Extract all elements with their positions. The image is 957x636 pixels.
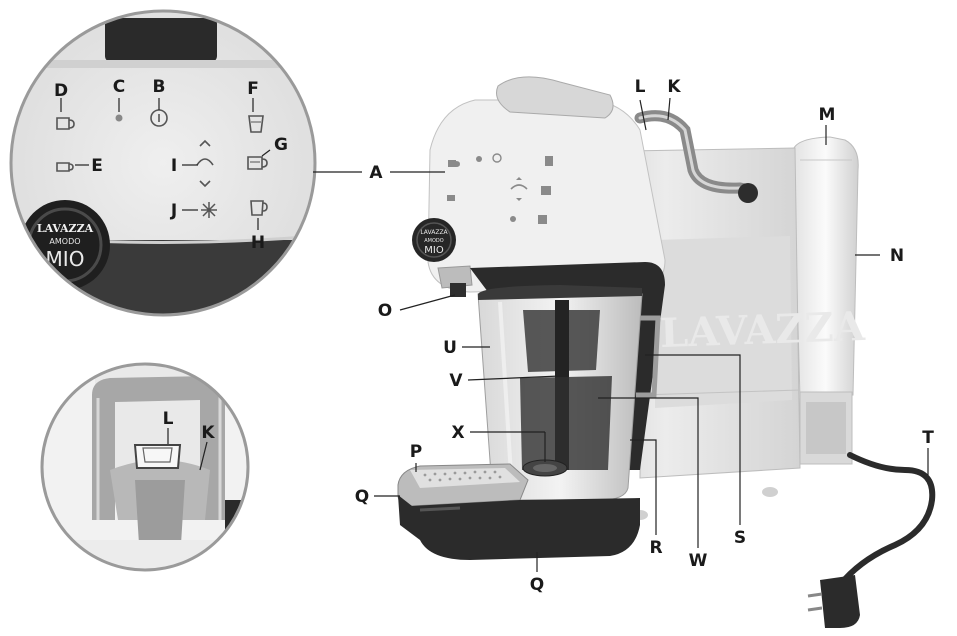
label-b: B	[153, 77, 166, 97]
milk-jug	[477, 285, 661, 501]
label-n: N	[890, 246, 904, 266]
coffee-machine: LAVAZZA	[397, 76, 936, 628]
label-h: H	[251, 233, 265, 253]
label-q-side: Q	[355, 487, 369, 507]
milk-cup-small-icon	[248, 115, 264, 133]
label-d: D	[54, 81, 68, 101]
label-k: K	[667, 77, 681, 97]
label-s: S	[734, 528, 746, 548]
lever-knob	[738, 183, 758, 203]
control-panel-closeup: LAVAZZA AMODO MIO	[9, 9, 317, 317]
label-l: L	[635, 77, 646, 97]
side-brand-text: LAVAZZA	[659, 303, 866, 357]
drip-tray	[397, 463, 640, 560]
label-x: X	[451, 423, 464, 443]
label-p: P	[410, 442, 422, 462]
label-k-closeup: K	[201, 423, 215, 443]
label-g: G	[274, 135, 288, 155]
head-logo-text: LAVAZZA	[420, 229, 448, 236]
power-icon	[115, 114, 123, 122]
head-panel-icons	[447, 153, 553, 224]
label-u: U	[443, 338, 457, 358]
head-logo: LAVAZZA AMODO MIO	[412, 218, 456, 262]
label-r: R	[649, 538, 662, 558]
closeup-logo-sub: AMODO	[49, 237, 80, 246]
milk-cup-medium-icon	[247, 156, 268, 170]
head-logo-sub: AMODO	[424, 238, 444, 244]
label-t: T	[922, 428, 934, 448]
lever-highlight	[638, 114, 742, 190]
label-j: J	[170, 201, 177, 221]
label-c: C	[113, 77, 125, 97]
power-cord	[807, 452, 936, 628]
label-e: E	[91, 156, 103, 176]
label-o: O	[378, 301, 392, 321]
part-labels: A B C D E F G H I J K L M N O P Q Q R S …	[54, 77, 934, 595]
cup-icon	[56, 117, 75, 130]
coffee-outlet	[437, 265, 473, 297]
leader-lines	[60, 97, 929, 572]
label-m: M	[819, 105, 836, 125]
milk-cup-large-icon	[250, 200, 268, 216]
label-q-bottom: Q	[530, 575, 544, 595]
label-i: I	[171, 156, 177, 176]
closeup-logo-text: LAVAZZA	[37, 222, 94, 235]
label-l-closeup: L	[163, 409, 174, 429]
label-f: F	[247, 79, 259, 99]
temperature-arrows-icon	[196, 139, 214, 188]
head-logo-model: MIO	[424, 245, 444, 256]
label-a: A	[369, 163, 383, 183]
water-tank	[792, 136, 859, 465]
machine-head: LAVAZZA AMODO MIO	[412, 76, 666, 293]
drip-grid	[423, 470, 502, 482]
espresso-cup-icon	[56, 162, 74, 172]
label-v: V	[449, 371, 463, 391]
snowflake-icon	[201, 202, 217, 218]
lever-closeup	[40, 362, 250, 572]
label-w: W	[689, 551, 708, 571]
